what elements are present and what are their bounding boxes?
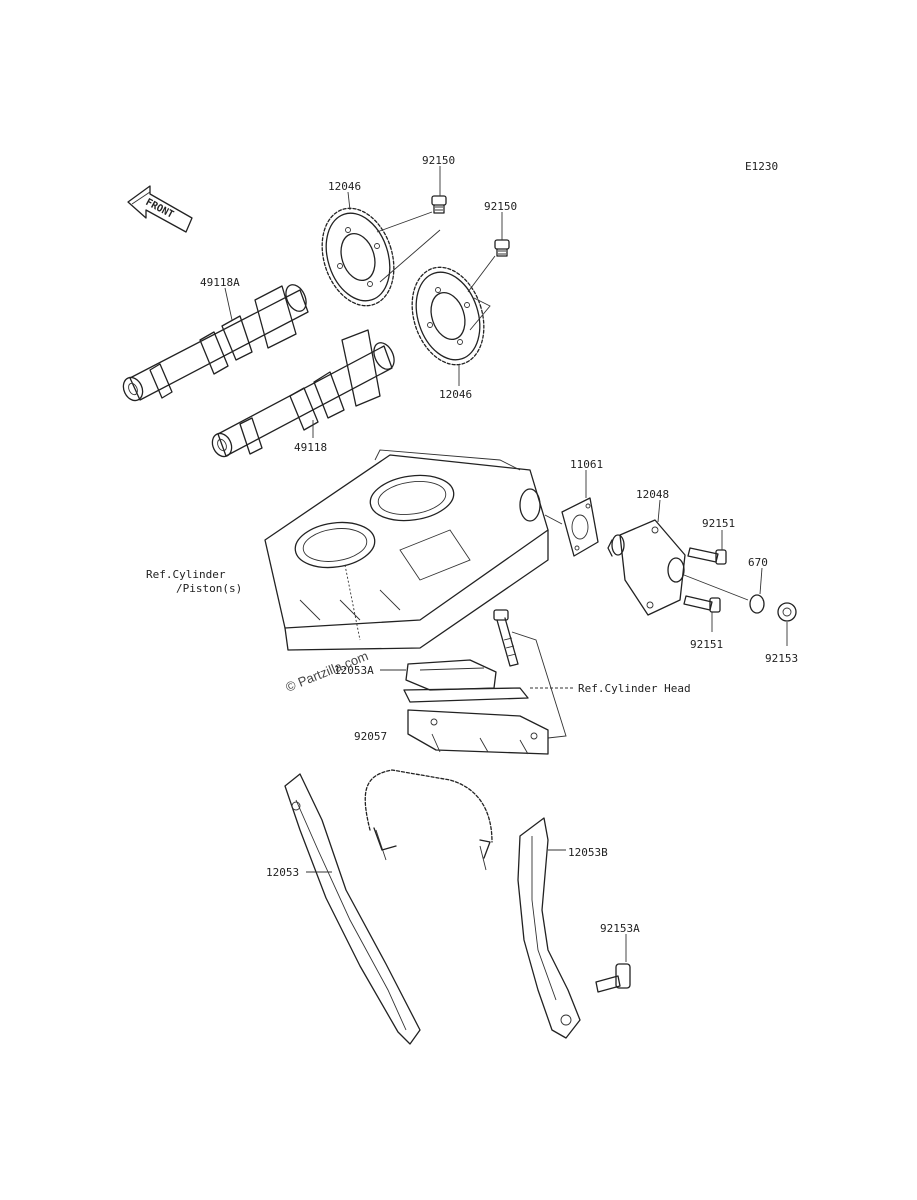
bolt-lower-icon xyxy=(494,239,510,257)
ref-cylinder-line2: /Piston(s) xyxy=(176,582,242,595)
label-92153: 92153 xyxy=(765,652,798,665)
label-12053B: 12053B xyxy=(568,846,608,859)
tensioner-bolt-lower-icon xyxy=(683,595,721,613)
label-12046-upper: 12046 xyxy=(328,180,361,193)
gasket-icon xyxy=(561,497,599,557)
label-12048: 12048 xyxy=(636,488,669,501)
label-49118: 49118 xyxy=(294,441,327,454)
camshaft-a-icon xyxy=(122,284,309,402)
label-670: 670 xyxy=(748,556,768,569)
cylinder-head-icon xyxy=(264,449,549,651)
label-92153A: 92153A xyxy=(600,922,640,935)
oring-icon xyxy=(749,594,765,614)
bolt-upper-icon xyxy=(431,195,447,214)
guide-bolt-icon xyxy=(595,963,631,993)
cam-chain-icon xyxy=(364,769,493,871)
label-92151-upper: 92151 xyxy=(702,517,735,530)
cap-bolt-icon xyxy=(777,602,797,622)
tensioner-icon xyxy=(607,519,686,616)
label-92151-lower: 92151 xyxy=(690,638,723,651)
label-12046-lower: 12046 xyxy=(439,388,472,401)
label-92150-upper: 92150 xyxy=(422,154,455,167)
diagram-code: E1230 xyxy=(745,160,778,173)
front-arrow-icon: FRONT xyxy=(127,185,193,233)
guide-b-icon xyxy=(517,817,581,1039)
guide-long-bolt-icon xyxy=(493,609,519,667)
ref-cylinder-line1: Ref.Cylinder xyxy=(146,568,226,581)
camshaft-icon xyxy=(211,329,395,458)
guide-front-icon xyxy=(284,773,421,1045)
sprocket-lower-icon xyxy=(411,266,485,366)
guide-holder-icon xyxy=(407,709,549,755)
ref-cylinder-head: Ref.Cylinder Head xyxy=(578,682,691,695)
label-92057: 92057 xyxy=(354,730,387,743)
sprocket-upper-icon xyxy=(321,207,395,307)
tensioner-bolt-upper-icon xyxy=(687,547,727,565)
label-11061: 11061 xyxy=(570,458,603,471)
label-12053: 12053 xyxy=(266,866,299,879)
label-12053A: 12053A xyxy=(334,664,374,677)
guide-a-icon xyxy=(403,659,529,703)
label-92150-lower: 92150 xyxy=(484,200,517,213)
label-49118A: 49118A xyxy=(200,276,240,289)
